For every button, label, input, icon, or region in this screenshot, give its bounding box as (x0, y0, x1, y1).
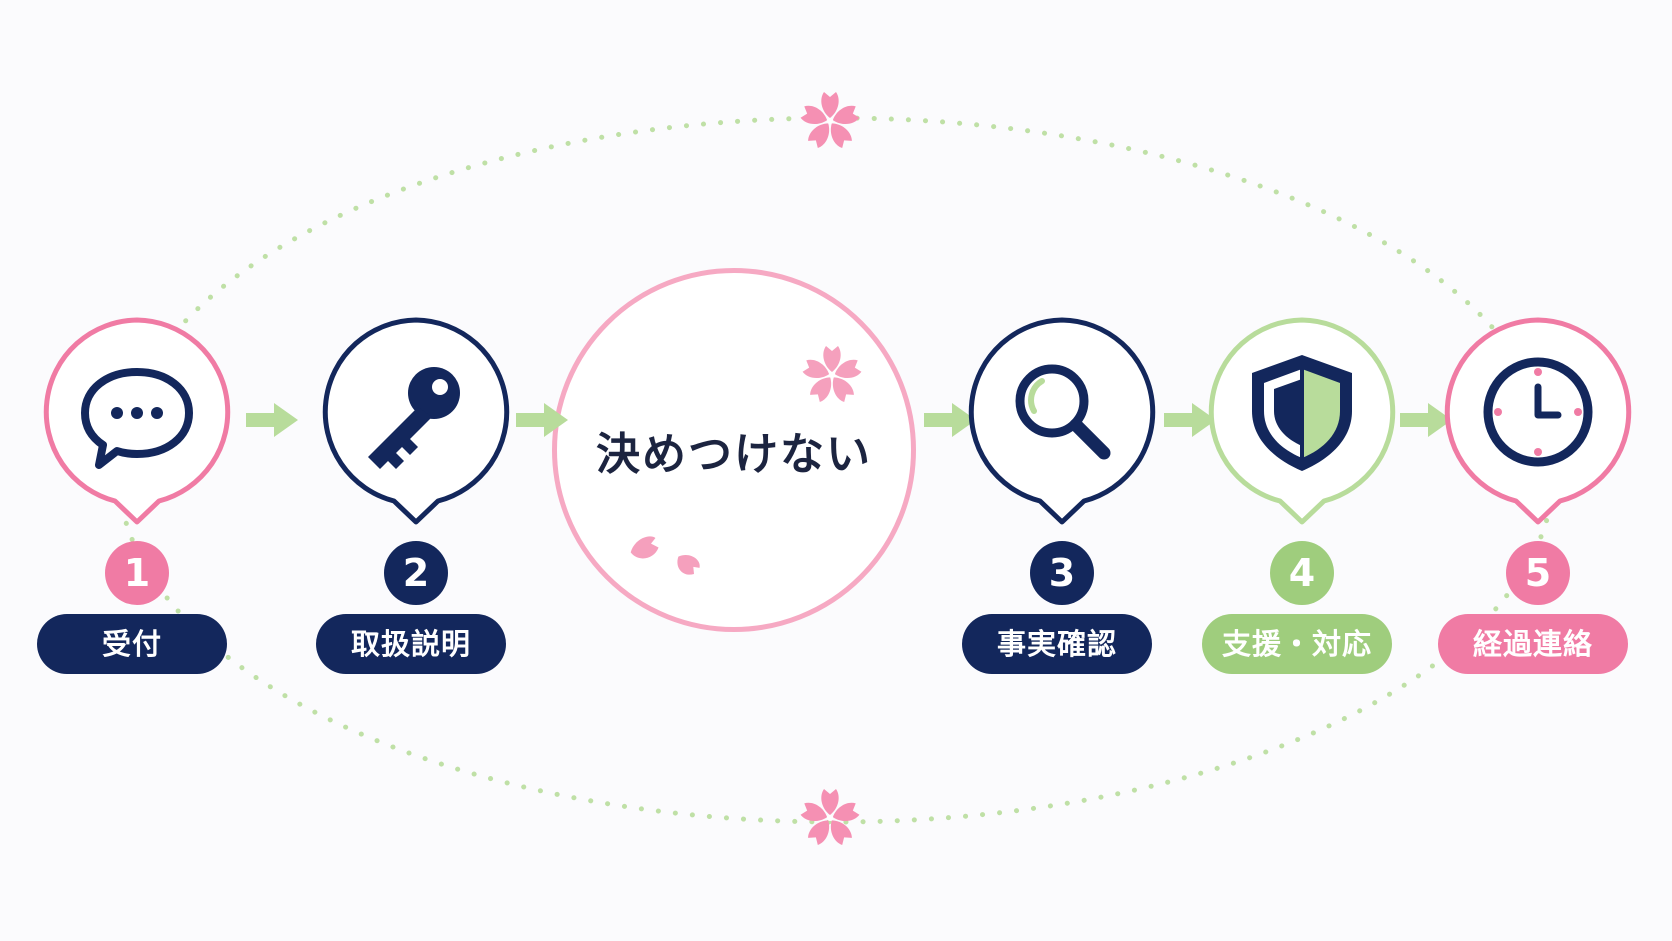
clock-icon (1483, 357, 1593, 467)
sakura-flower-icon (800, 789, 860, 845)
step-5: 5 経過連絡 (1438, 0, 1638, 941)
step-number-badge: 1 (105, 541, 169, 605)
sakura-petal (810, 377, 832, 402)
sakura-petal (832, 105, 860, 124)
sakura-flower-icon (802, 346, 862, 402)
step-number-badge: 4 (1270, 541, 1334, 605)
step-number-badge: 2 (384, 541, 448, 605)
sakura-flower-icon (800, 92, 860, 148)
step-2: 2 取扱説明 (316, 0, 516, 941)
sakura-petal (830, 123, 852, 148)
arrow-right-icon (1164, 403, 1216, 437)
step-label: 経過連絡 (1438, 614, 1628, 674)
magnifier-icon (1015, 364, 1111, 460)
step-label: 受付 (37, 614, 227, 674)
sakura-petal (832, 377, 854, 402)
sakura-petal (821, 92, 839, 118)
step-label: 取扱説明 (316, 614, 506, 674)
speech-bubble-frame (322, 317, 510, 525)
step-3: 3 事実確認 (962, 0, 1162, 941)
shield-icon (1252, 355, 1352, 471)
key-icon (368, 367, 460, 469)
sakura-petal (802, 359, 830, 378)
sakura-petal (834, 359, 862, 378)
sakura-petal (823, 346, 841, 372)
step-number-badge: 3 (1030, 541, 1094, 605)
step-number-badge: 5 (1506, 541, 1570, 605)
arrow-right-icon (516, 403, 568, 437)
sakura-petal (821, 789, 839, 815)
speech-bubble-frame (968, 317, 1156, 525)
sakura-center (829, 372, 835, 378)
sakura-center (827, 815, 833, 821)
sakura-petals-icon (630, 536, 700, 575)
arrow-right-icon (246, 403, 298, 437)
speech-bubble-frame (1444, 317, 1632, 525)
speech-bubble-frame (43, 317, 231, 525)
speech-bubble-frame (1208, 317, 1396, 525)
arrow-right-icon (1400, 403, 1452, 437)
sakura-petal (808, 123, 830, 148)
step-label: 支援・対応 (1202, 614, 1392, 674)
step-1: 1 受付 (37, 0, 237, 941)
sakura-petal (808, 820, 830, 845)
center-principle-circle: 決めつけない (552, 268, 916, 632)
sakura-center (827, 118, 833, 124)
sakura-petal (832, 802, 860, 821)
sakura-petal (800, 105, 828, 124)
center-principle-text: 決めつけない (596, 429, 872, 480)
chat-bubble-icon (81, 368, 193, 469)
sakura-petal (800, 802, 828, 821)
sakura-petal (830, 820, 852, 845)
step-4: 4 支援・対応 (1202, 0, 1402, 941)
step-label: 事実確認 (962, 614, 1152, 674)
arrow-right-icon (924, 403, 976, 437)
